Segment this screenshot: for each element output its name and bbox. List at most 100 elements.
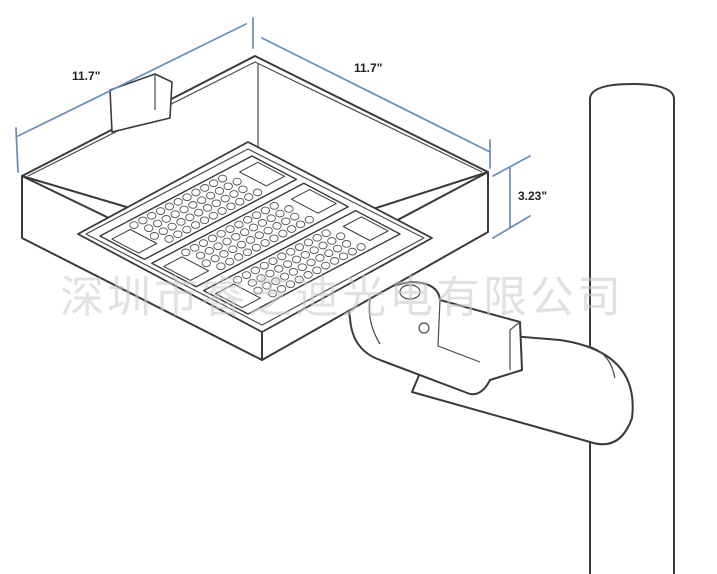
led-lens — [229, 190, 239, 198]
led-lens — [279, 272, 290, 281]
led-lens — [321, 229, 331, 238]
led-lens — [285, 280, 296, 289]
led-lens — [144, 224, 154, 233]
led-lens — [234, 220, 244, 229]
led-lens — [217, 207, 227, 215]
led-lens — [251, 243, 261, 252]
led-lens — [198, 239, 209, 247]
led-lens — [263, 226, 273, 235]
led-lens — [200, 184, 210, 192]
led-lens — [164, 202, 175, 211]
led-lens — [312, 266, 322, 275]
led-lens — [236, 240, 247, 249]
led-lens — [278, 229, 288, 238]
led-lens — [269, 202, 279, 210]
led-lens — [235, 197, 245, 206]
led-lens — [256, 274, 266, 282]
led-lens — [282, 260, 293, 268]
led-lens — [290, 212, 300, 221]
led-lens — [266, 214, 276, 223]
led-lens — [286, 225, 297, 233]
led-lens — [201, 259, 211, 268]
led-lens — [207, 234, 218, 243]
led-lens — [188, 201, 198, 209]
led-lens — [303, 271, 313, 279]
led-lens — [208, 211, 218, 220]
led-lens — [332, 244, 343, 253]
module-end-cap — [342, 216, 389, 241]
led-lens — [306, 258, 316, 267]
led-lens — [262, 281, 272, 290]
led-lens — [191, 188, 201, 197]
dimension-height: 3.23" — [492, 155, 547, 239]
led-lens — [179, 205, 189, 214]
led-lens — [318, 241, 328, 250]
watermark-text: 深圳市睿芝迪光电有限公司 — [60, 272, 624, 323]
led-lens — [336, 232, 346, 241]
led-lens — [190, 243, 200, 252]
led-lens — [176, 218, 186, 226]
led-lens — [309, 246, 319, 255]
led-lens — [243, 215, 253, 224]
led-lens — [281, 217, 291, 226]
led-lens — [268, 257, 278, 265]
led-lens — [240, 228, 250, 237]
led-lens — [265, 269, 275, 278]
led-lens — [294, 243, 305, 251]
led-lens — [232, 275, 243, 284]
led-lens — [247, 278, 257, 287]
led-lens — [149, 232, 160, 240]
led-lens — [225, 257, 235, 266]
led-lens — [147, 211, 157, 220]
led-lens — [259, 261, 269, 270]
led-lens — [242, 248, 253, 257]
led-modules — [99, 155, 401, 315]
led-lens — [222, 237, 232, 246]
led-lens — [211, 199, 221, 208]
led-lens — [324, 249, 334, 258]
led-lens — [274, 264, 284, 273]
led-lens — [286, 247, 296, 256]
led-lens — [257, 219, 268, 227]
led-lens — [315, 254, 325, 262]
dimension-width-right-label: 11.7" — [354, 61, 382, 75]
led-lens — [272, 222, 282, 230]
led-module — [202, 209, 401, 315]
led-lens — [138, 216, 148, 225]
led-lens — [173, 230, 183, 239]
module-end-cap — [290, 189, 337, 214]
led-lens — [241, 271, 252, 279]
led-lens — [295, 220, 306, 229]
module-end-cap — [215, 283, 261, 309]
led-lens — [208, 179, 219, 188]
led-lens — [220, 194, 230, 203]
led-lens — [194, 208, 204, 217]
led-lens — [214, 187, 225, 195]
led-lens — [210, 254, 220, 263]
module-end-cap — [239, 161, 285, 187]
led-lens — [182, 193, 192, 202]
led-lens — [294, 275, 304, 284]
led-lens — [197, 196, 207, 205]
led-lens — [291, 255, 302, 264]
led-lens — [260, 239, 270, 247]
led-lens — [277, 252, 287, 261]
led-lens — [327, 237, 337, 245]
led-lens — [158, 227, 168, 236]
module-end-cap — [163, 256, 210, 281]
led-lens — [254, 231, 264, 240]
led-lens — [216, 262, 226, 271]
led-lens — [347, 247, 357, 256]
led-lens — [312, 233, 322, 242]
led-lens — [356, 243, 366, 251]
dimension-width-left-label: 11.7" — [72, 69, 100, 83]
led-lens — [155, 207, 166, 215]
led-lens — [338, 252, 349, 261]
led-lens — [253, 286, 263, 295]
led-lens — [260, 206, 271, 215]
dimension-width-right: 11.7" — [261, 37, 491, 169]
led-lens — [216, 229, 226, 238]
led-lens — [232, 177, 242, 186]
module-end-cap — [111, 229, 158, 254]
